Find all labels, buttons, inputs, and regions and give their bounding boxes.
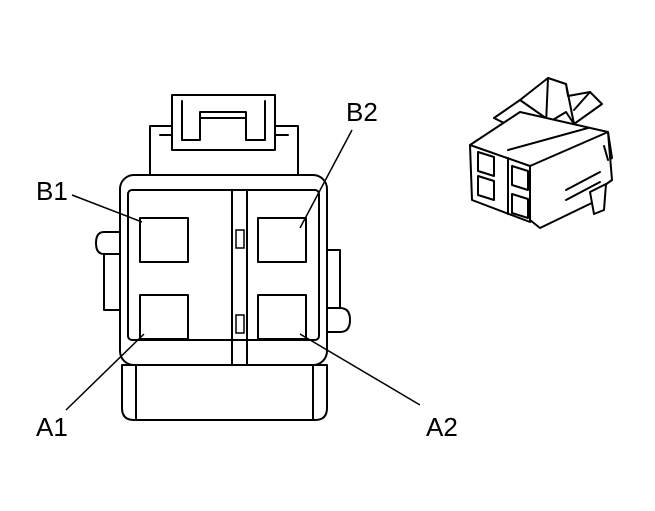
lower-shroud [121,364,328,421]
label-b1: B1 [36,176,68,206]
terminal-a2 [257,294,307,340]
iso-terminal-a2 [511,193,529,219]
connector-face-view: B1 B2 A1 A2 [36,94,458,442]
leader-a2 [299,333,421,406]
leader-b2 [299,129,353,229]
label-a2: A2 [426,412,458,442]
terminal-b1 [139,217,189,263]
connector-isometric-view [469,77,613,229]
terminal-b2 [257,217,307,263]
right-lock-tab [327,307,351,333]
leader-a1 [65,333,145,411]
center-divider [231,189,248,366]
left-lock-tab [95,231,122,255]
iso-terminal-b2 [511,165,529,191]
leader-b1 [71,194,143,223]
terminal-a1 [139,294,189,340]
terminal-cavity-frame [127,189,320,341]
iso-terminal-b1 [477,151,495,177]
label-a1: A1 [36,412,68,442]
label-b2: B2 [346,97,378,127]
iso-terminal-a1 [477,175,495,201]
